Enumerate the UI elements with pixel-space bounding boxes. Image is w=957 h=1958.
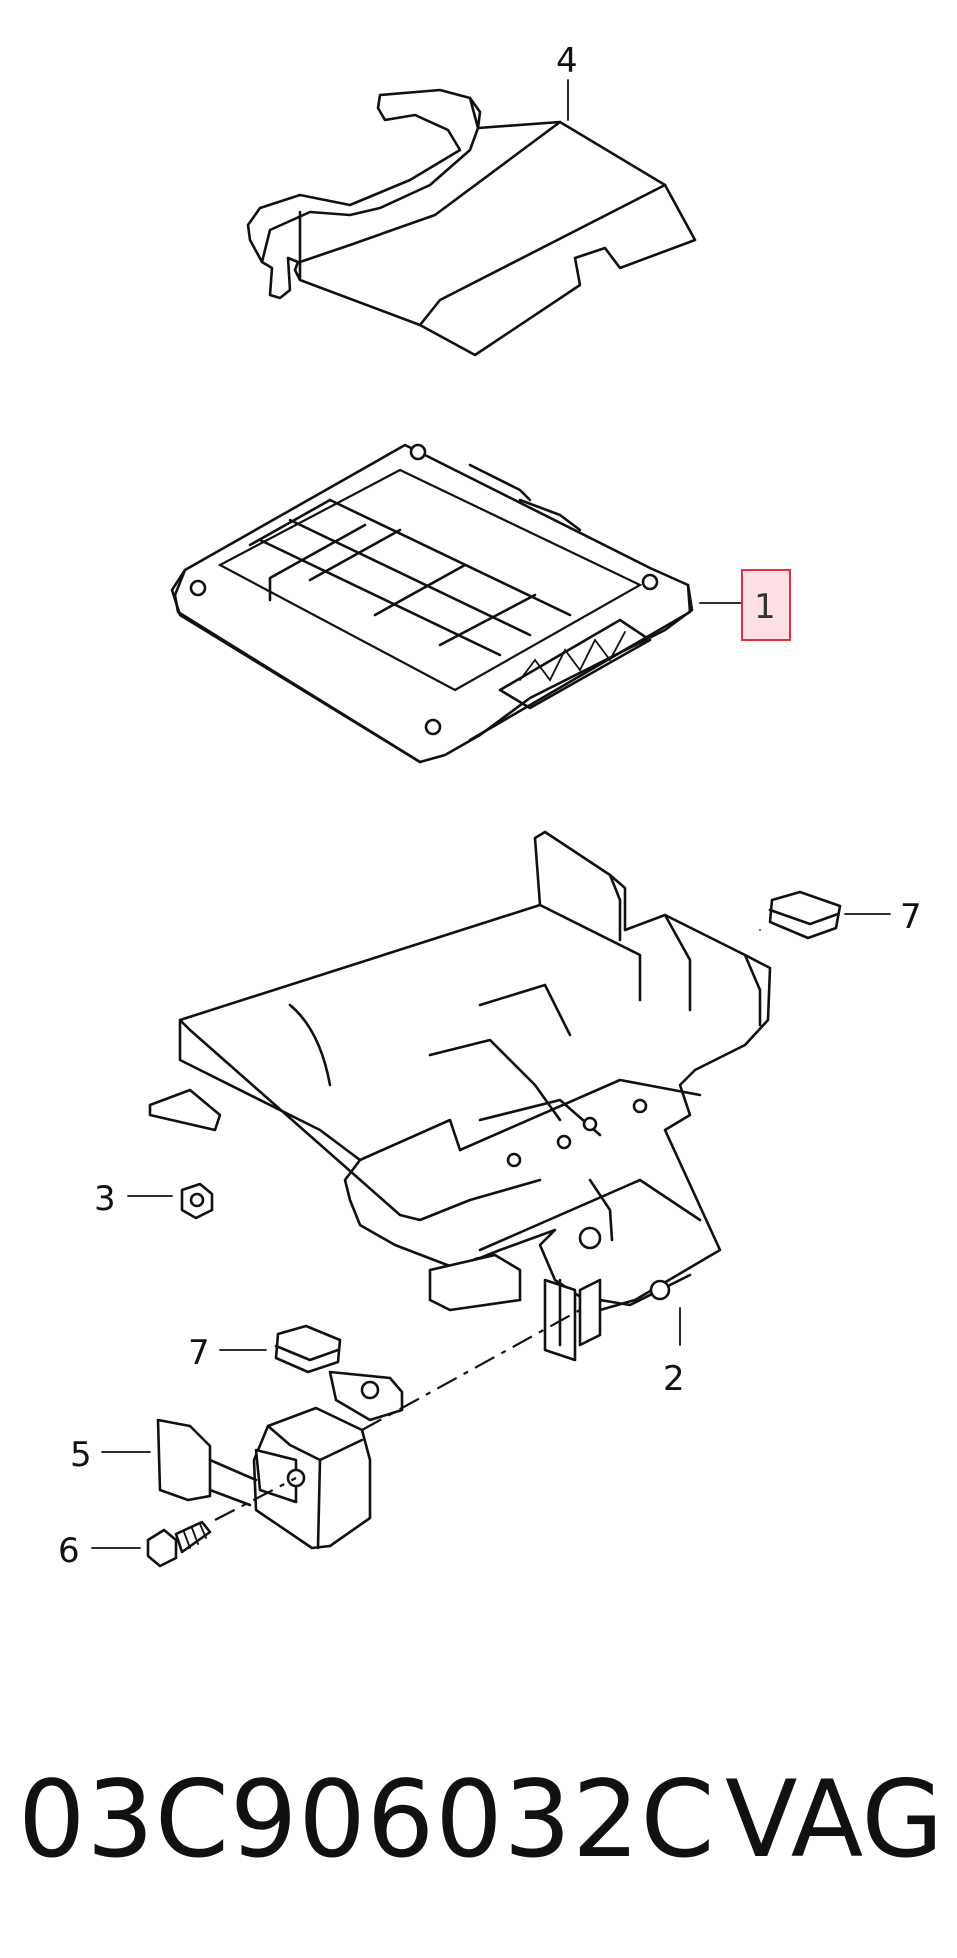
part-7-pad-lower[interactable] xyxy=(274,1324,342,1374)
callout-label-3: 3 xyxy=(94,1179,116,1219)
callout-highlight-box xyxy=(741,569,791,641)
callout-label-4: 4 xyxy=(556,41,578,81)
footer: 03C906032C VAG xyxy=(0,1745,957,1895)
part-4-cover[interactable] xyxy=(246,88,697,357)
callout-label-7-upper: 7 xyxy=(900,897,922,937)
part-6-bolt[interactable] xyxy=(146,1520,212,1568)
callout-label-2: 2 xyxy=(663,1359,685,1399)
callout-label-5: 5 xyxy=(70,1435,92,1475)
callout-label-1: 1 xyxy=(754,587,776,627)
callout-label-7-lower: 7 xyxy=(188,1333,210,1373)
part-2-mounting-bracket[interactable] xyxy=(148,830,772,1362)
part-number-text: 03C906032C xyxy=(18,1758,716,1881)
brand-text: VAG xyxy=(725,1758,944,1881)
callout-label-6: 6 xyxy=(58,1531,80,1571)
part-5-sensor-bracket[interactable] xyxy=(156,1370,404,1550)
part-7-pad-upper[interactable] xyxy=(768,890,842,940)
part-3-nut[interactable] xyxy=(180,1182,214,1220)
assembly-axis-bolt xyxy=(214,1477,297,1521)
part-1-control-unit[interactable] xyxy=(170,443,694,764)
